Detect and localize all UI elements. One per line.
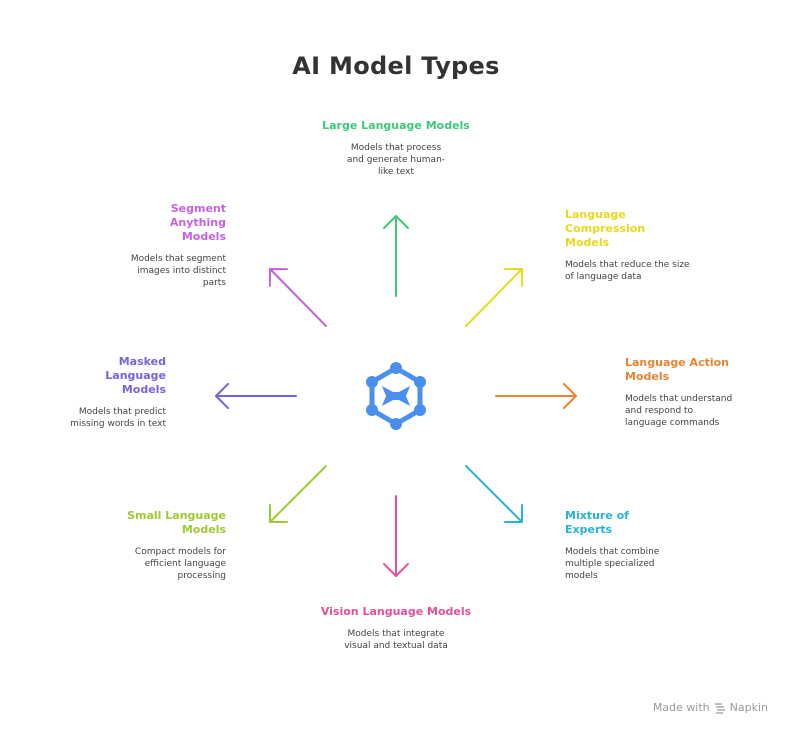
napkin-brand-label: Napkin xyxy=(729,701,768,714)
arrows-group xyxy=(215,215,577,577)
node-description: Compact models for efficient language pr… xyxy=(134,547,226,581)
node-title: Large Language Models xyxy=(322,119,470,132)
node-description: Models that reduce the size of language … xyxy=(565,260,690,282)
node-title: Language Compression Models xyxy=(565,208,646,249)
arrow-sam xyxy=(268,268,327,327)
arrow-slm xyxy=(269,465,327,523)
node-description: Models that integrate visual and textual… xyxy=(344,629,448,651)
node-title: Small Language Models xyxy=(127,509,226,536)
node-title: Masked Language Models xyxy=(105,355,166,396)
arrow-mlm xyxy=(215,382,297,410)
node-mixture-of-experts: Mixture of Experts Models that combine m… xyxy=(565,509,695,582)
node-description: Models that predict missing words in tex… xyxy=(70,407,166,429)
node-title: Mixture of Experts xyxy=(565,509,629,536)
node-vision-language-models: Vision Language Models Models that integ… xyxy=(311,605,481,652)
node-segment-anything-models: Segment Anything Models Models that segm… xyxy=(106,202,226,289)
napkin-logo-icon xyxy=(714,702,725,714)
node-language-action-models: Language Action Models Models that under… xyxy=(625,356,765,429)
node-description: Models that process and generate human-l… xyxy=(346,143,446,177)
arrow-llm xyxy=(382,215,410,297)
hexagon-network-icon xyxy=(366,362,426,430)
node-description: Models that combine multiple specialized… xyxy=(565,547,660,581)
node-title: Vision Language Models xyxy=(320,605,472,618)
node-large-language-models: Large Language Models Models that proces… xyxy=(311,119,481,178)
node-title: Segment Anything Models xyxy=(169,202,226,243)
node-description: Models that understand and respond to la… xyxy=(625,394,733,428)
node-masked-language-models: Masked Language Models Models that predi… xyxy=(46,355,166,430)
diagram-title: AI Model Types xyxy=(292,52,500,80)
node-title: Language Action Models xyxy=(625,356,730,383)
footer-brand[interactable]: Made with Napkin xyxy=(653,701,768,714)
made-with-label: Made with xyxy=(652,701,710,714)
arrow-lcm xyxy=(465,268,524,327)
arrow-moe xyxy=(465,465,523,523)
node-language-compression-models: Language Compression Models Models that … xyxy=(565,208,695,283)
arrow-lam xyxy=(495,382,577,410)
node-small-language-models: Small Language Models Compact models for… xyxy=(96,509,226,582)
arrow-vlm xyxy=(382,495,410,577)
node-description: Models that segment images into distinct… xyxy=(130,254,226,288)
